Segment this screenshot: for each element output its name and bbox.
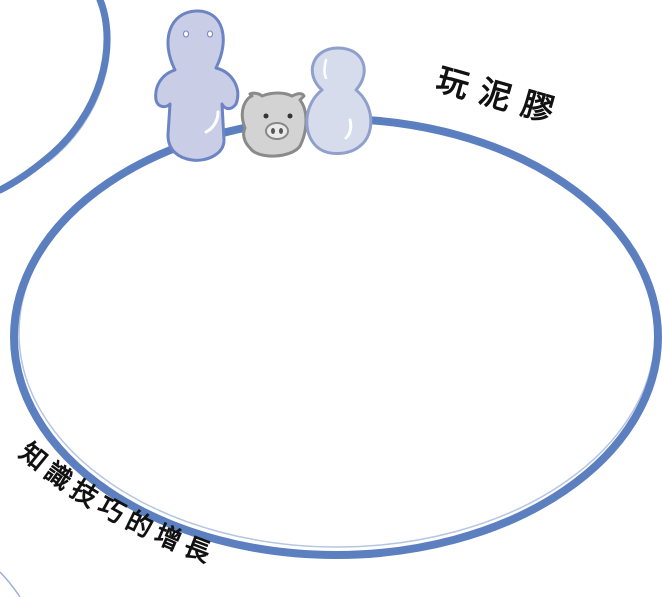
arc-label: 知識技巧的增長 xyxy=(13,437,220,571)
title-label: 玩泥膠 xyxy=(432,60,569,133)
clay-pig-figure-icon xyxy=(240,91,308,158)
sketch-stroke-corner xyxy=(0,571,21,597)
partial-ring-top-left-sketch xyxy=(47,1,111,163)
partial-ring-top-left xyxy=(0,0,111,194)
arc-label-path: 知識技巧的增長 xyxy=(13,437,214,571)
main-ring xyxy=(10,115,662,559)
clay-gourd-figure-icon xyxy=(305,46,373,155)
clay-person-figure-icon xyxy=(154,9,240,162)
